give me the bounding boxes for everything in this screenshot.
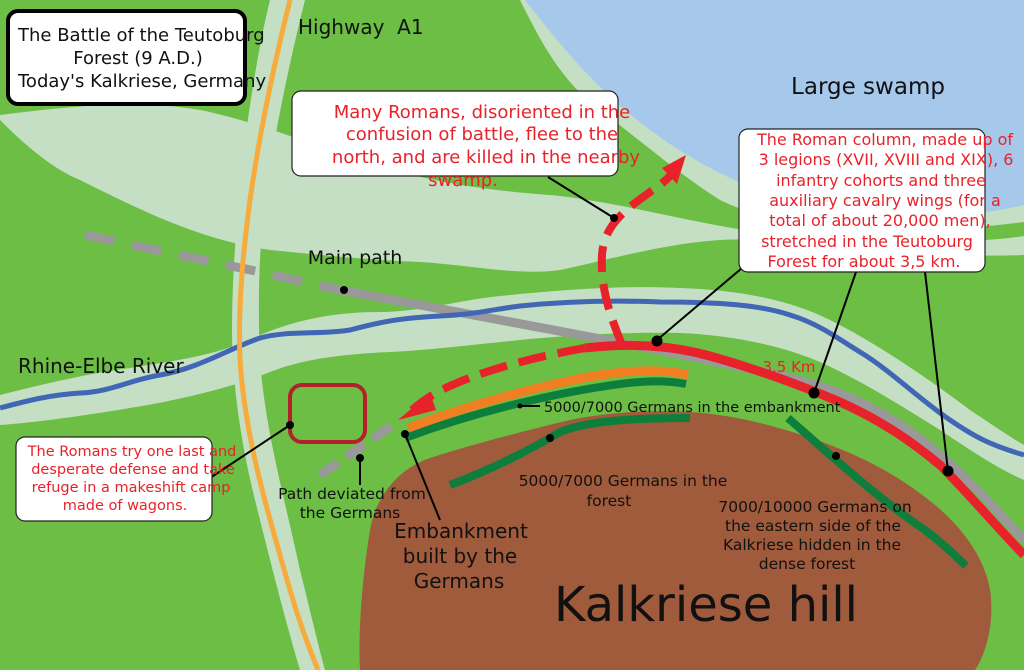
flee-callout-line-1: Many Romans, disoriented in the <box>334 102 631 123</box>
embankment-label-1: Embankment <box>394 519 528 543</box>
title-line-3: Today's Kalkriese, Germany <box>17 71 266 92</box>
eastern-germans-label-1: 7000/10000 Germans on <box>718 498 911 516</box>
column-callout-line-5: total of about 20,000 men), <box>769 211 990 230</box>
forest-germans-label-1: 5000/7000 Germans in the <box>519 472 728 490</box>
leader-lines <box>209 176 949 521</box>
column-callout-line-4: auxiliary cavalry wings (for a <box>769 191 1001 210</box>
swamp-label: Large swamp <box>791 74 945 100</box>
eastern-germans-label-3: Kalkriese hidden in the <box>723 536 901 554</box>
highway-label: Highway A1 <box>298 15 424 39</box>
camp-callout-line-4: made of wagons. <box>63 498 188 514</box>
embankment-germans-label: 5000/7000 Germans in the embankment <box>544 400 841 416</box>
camp-callout-text: The Romans try one last and desperate de… <box>27 444 237 514</box>
flee-to-swamp-path <box>597 173 673 347</box>
camp-callout-line-3: refuge in a makeshift camp <box>32 480 231 496</box>
retreat-arrowhead <box>398 393 436 420</box>
main-path-label: Main path <box>308 247 403 269</box>
column-callout-box <box>738 128 986 273</box>
flee-callout-line-2: confusion of battle, flee to the <box>346 124 618 145</box>
highway-a1 <box>236 0 321 670</box>
german-forest-line-1 <box>403 377 687 442</box>
title-line-1: The Battle of the Teutoburg <box>17 25 265 46</box>
distance-label: 3,5 Km <box>762 358 815 376</box>
title-line-2: Forest (9 A.D.) <box>73 48 202 69</box>
river-label: Rhine-Elbe River <box>18 354 184 378</box>
flee-callout-line-3: north, and are killed in the nearby <box>332 147 641 168</box>
flee-callout-box <box>291 90 619 177</box>
path-deviated <box>317 416 403 479</box>
column-callout-line-1: The Roman column, made up of <box>756 130 1013 149</box>
flee-arrowhead <box>662 155 686 184</box>
column-callout-line-6: stretched in the Teutoburg <box>761 232 973 251</box>
column-callout-line-3: infantry cohorts and three <box>776 171 986 190</box>
path-deviated-label-2: the Germans <box>300 504 401 522</box>
column-callout-line-7: Forest for about 3,5 km. <box>768 252 961 271</box>
kalkriese-hill <box>359 411 992 670</box>
camp-callout-line-1: The Romans try one last and <box>27 444 237 460</box>
river-wetland <box>0 287 1024 480</box>
forest-germans-label-2: forest <box>587 492 632 510</box>
german-forest-line-2 <box>448 414 691 489</box>
leader-dots <box>286 214 954 477</box>
path-deviated-label-1: Path deviated from <box>278 485 426 503</box>
main-path-dashed <box>84 230 341 295</box>
embankment-label-3: Germans <box>414 569 505 593</box>
column-callout-text: The Roman column, made up of 3 legions (… <box>756 130 1013 271</box>
wagon-camp <box>288 383 367 444</box>
flee-callout-text: Many Romans, disoriented in the confusio… <box>332 102 641 191</box>
roman-column <box>584 340 1024 559</box>
flee-callout-line-4: swamp. <box>428 170 498 191</box>
hill-label: Kalkriese hill <box>554 577 858 633</box>
rhine-elbe-river <box>0 298 1024 458</box>
embankment-line <box>406 366 690 433</box>
column-callout-line-2: 3 legions (XVII, XVIII and XIX), 6 <box>759 150 1014 169</box>
eastern-germans-label-2: the eastern side of the <box>725 517 901 535</box>
camp-callout-line-2: desperate defense and take <box>31 462 235 478</box>
eastern-germans-label-4: dense forest <box>759 555 855 573</box>
title-box <box>6 9 247 106</box>
embankment-label-2: built by the <box>403 544 517 568</box>
german-forest-line-3 <box>785 414 969 569</box>
camp-callout-box <box>15 436 213 522</box>
